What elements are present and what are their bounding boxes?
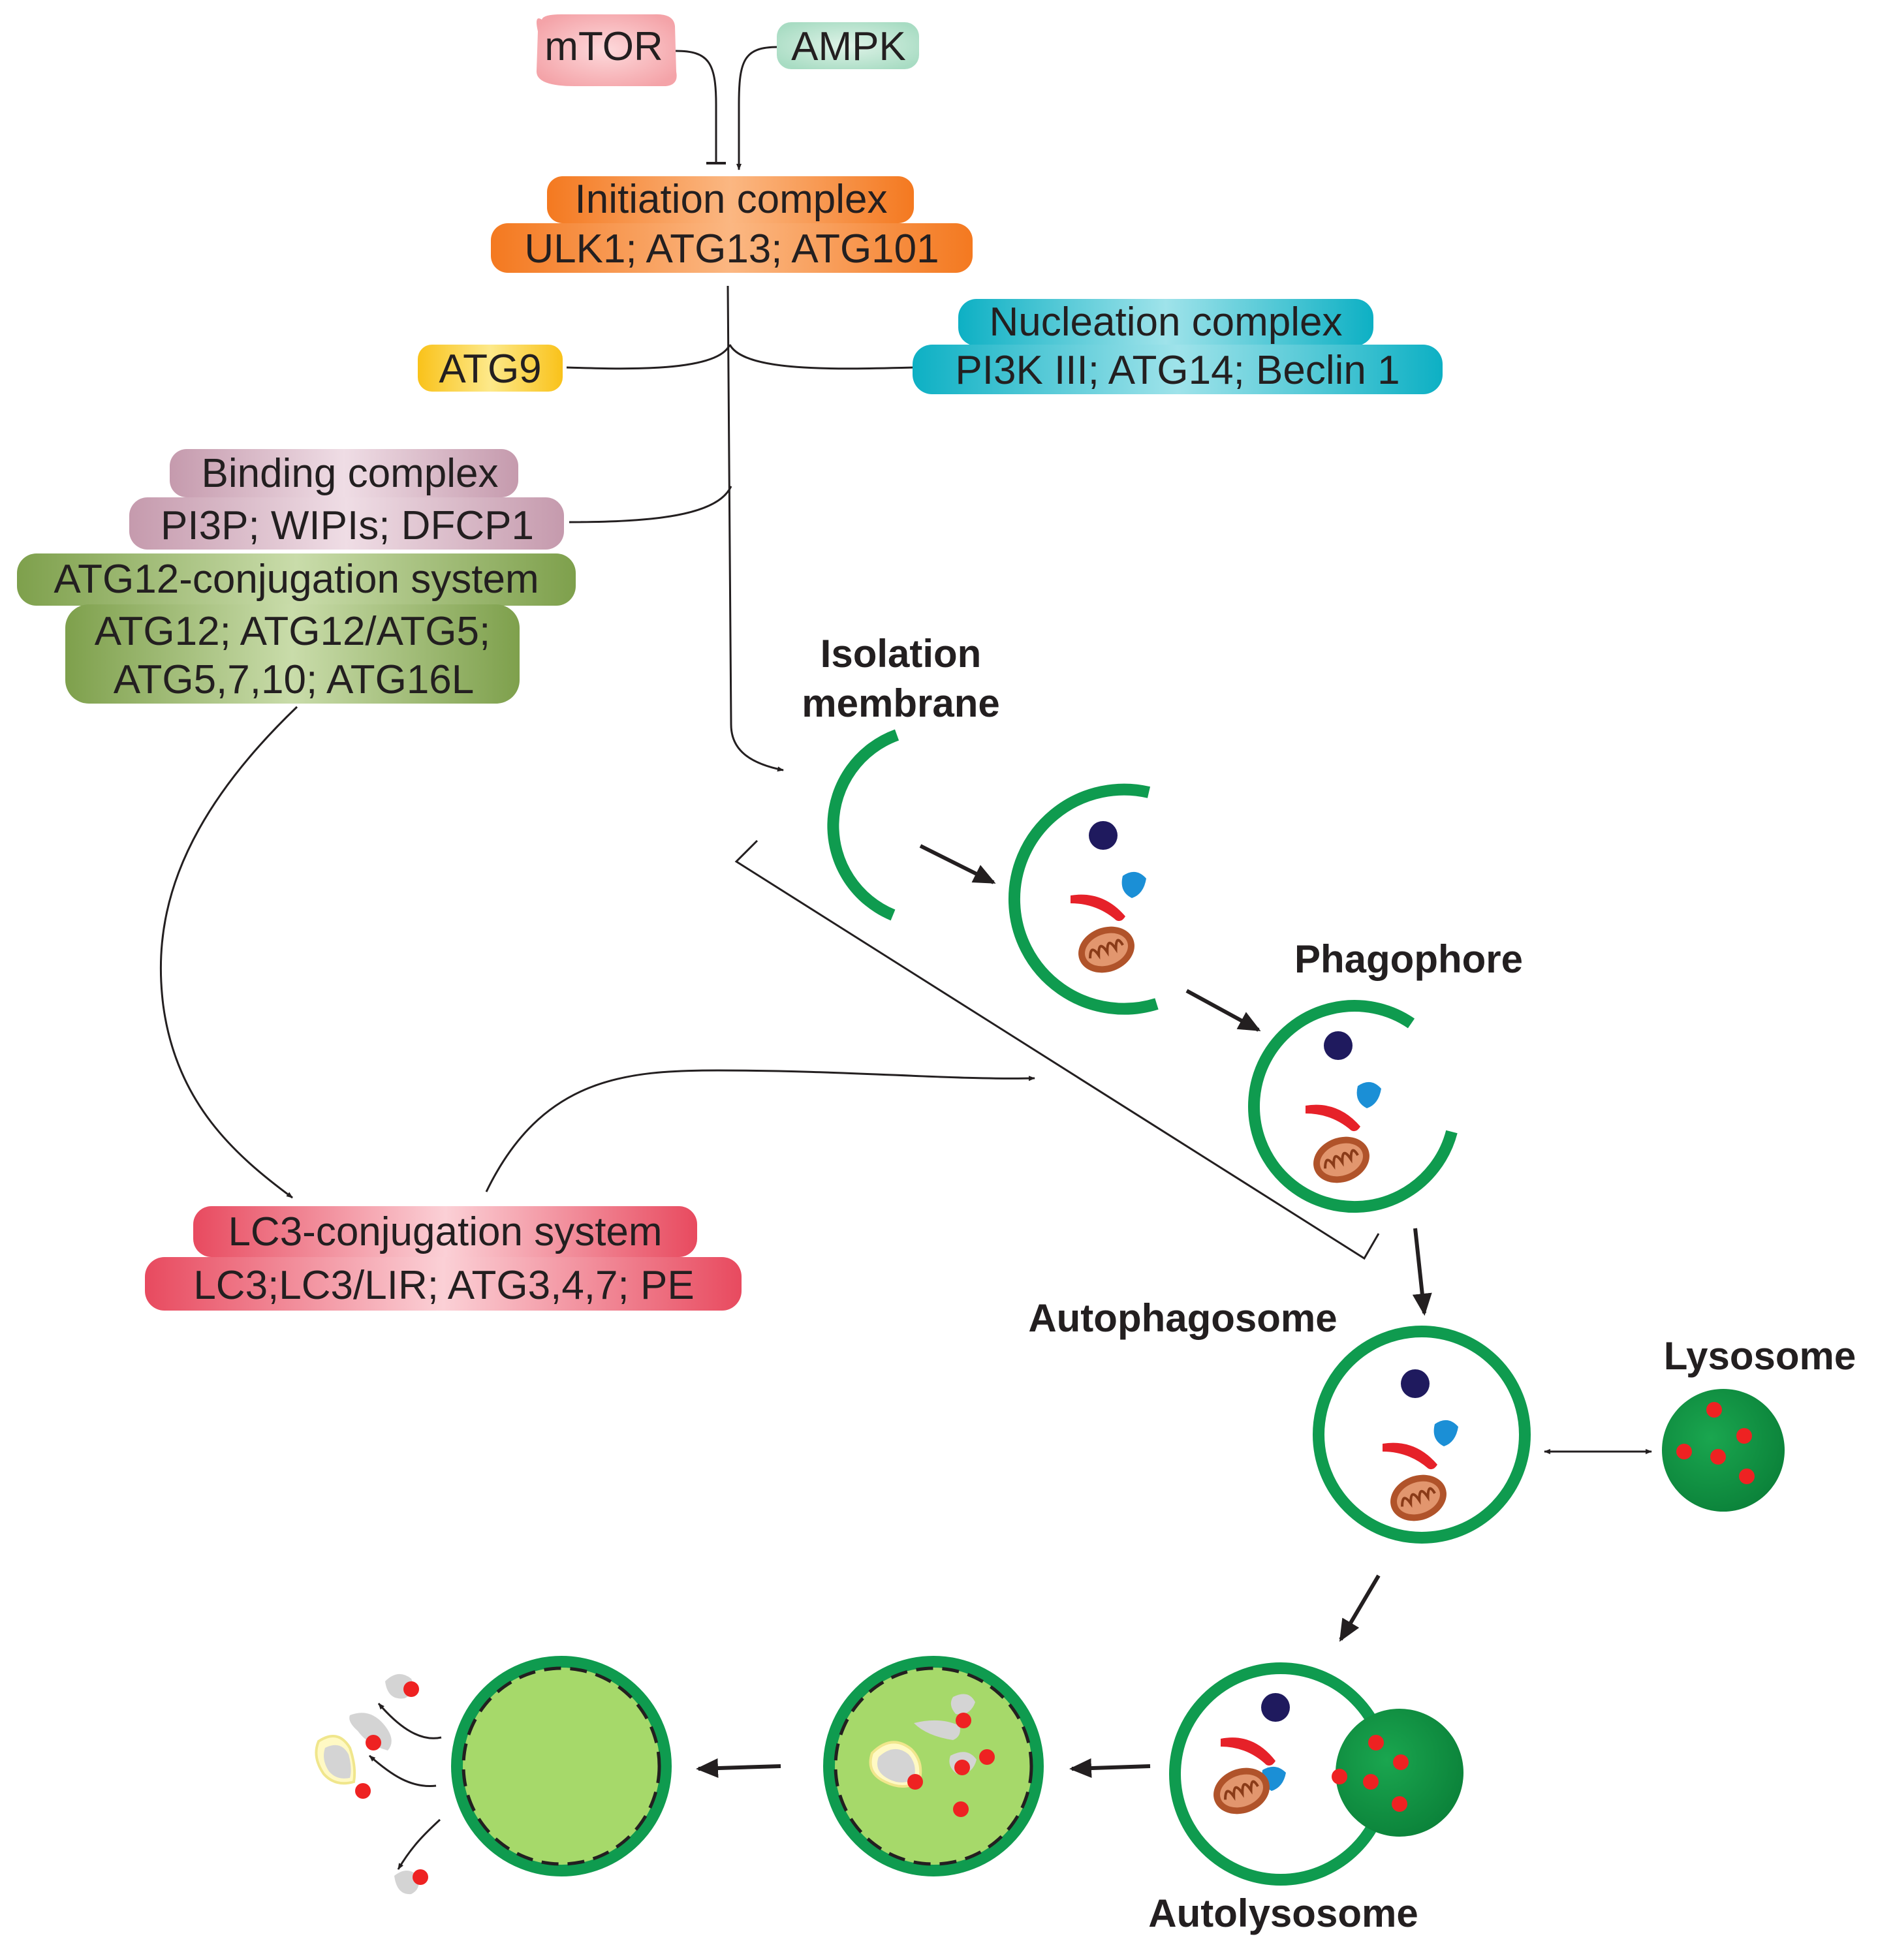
main-trunk-arrow — [727, 285, 784, 772]
initiation-title: Initiation complex — [574, 177, 887, 222]
ampk-activation-arrow — [736, 46, 779, 170]
lysosome — [1662, 1389, 1785, 1512]
lc3-conjugation-node: LC3-conjugation system LC3;LC3/LIR; ATG3… — [145, 1206, 742, 1311]
released-products — [315, 1673, 442, 1895]
nucleation-complex-node: Nucleation complex PI3K III; ATG14; Becl… — [913, 299, 1443, 394]
atg12-title: ATG12-conjugation system — [54, 557, 539, 602]
lc3-members: LC3;LC3/LIR; ATG3,4,7; PE — [193, 1263, 694, 1308]
atg9-node: ATG9 — [418, 345, 563, 392]
autophagosome — [1313, 1326, 1531, 1544]
binding-title: Binding complex — [202, 451, 499, 496]
isolation-membrane — [827, 729, 900, 921]
binding-members: PI3P; WIPIs; DFCP1 — [161, 503, 534, 548]
atg12-to-lc3-arrow — [159, 706, 298, 1199]
degrading-autolysosome — [823, 1656, 1044, 1876]
signaling-connectors — [159, 46, 1380, 1260]
membrane-expansion-bracket — [734, 839, 1380, 1260]
initiation-members: ULK1; ATG13; ATG101 — [524, 226, 939, 272]
mtor-label: mTOR — [544, 24, 663, 69]
atg9-label: ATG9 — [439, 347, 541, 392]
flow-arrow-3 — [1412, 1228, 1432, 1316]
mtor-inhibition-line — [675, 50, 717, 163]
autolysosome-label: Autolysosome — [1148, 1891, 1418, 1935]
nucleation-connector — [728, 344, 915, 370]
flow-arrow-2 — [1185, 989, 1261, 1032]
mtor-node: mTOR — [536, 14, 677, 86]
flow-arrow-4 — [1339, 1574, 1381, 1642]
nucleation-title: Nucleation complex — [989, 300, 1342, 345]
binding-connector — [569, 486, 732, 523]
binding-complex-node: Binding complex PI3P; WIPIs; DFCP1 — [129, 449, 564, 550]
atg12-conjugation-node: ATG12-conjugation system ATG12; ATG12/AT… — [17, 553, 576, 704]
phagophore — [1248, 1000, 1458, 1213]
empty-autolysosome — [451, 1656, 672, 1876]
lc3-to-phagophore-arrow — [485, 1069, 1035, 1192]
flow-arrow-5 — [1069, 1758, 1151, 1778]
isolation-membrane-label-line1: Isolation — [821, 632, 982, 676]
initiation-complex-node: Initiation complex ULK1; ATG13; ATG101 — [491, 176, 973, 273]
atg12-members-line1: ATG12; ATG12/ATG5; — [95, 609, 490, 654]
flow-arrow-1 — [919, 844, 996, 884]
ampk-node: AMPK — [777, 22, 919, 69]
lc3-title: LC3-conjugation system — [228, 1209, 662, 1254]
flow-arrow-6 — [696, 1758, 781, 1779]
atg9-connector — [566, 344, 731, 370]
lysosome-label: Lysosome — [1664, 1334, 1856, 1378]
nucleation-members: PI3K III; ATG14; Beclin 1 — [955, 348, 1400, 393]
expanding-membrane — [1008, 783, 1159, 1015]
phagophore-label: Phagophore — [1294, 937, 1523, 981]
atg12-members-line2: ATG5,7,10; ATG16L — [114, 657, 475, 702]
ampk-label: AMPK — [791, 24, 906, 69]
isolation-membrane-label-line2: membrane — [802, 681, 999, 725]
autolysosome — [1169, 1662, 1463, 1886]
autophagosome-label: Autophagosome — [1028, 1296, 1337, 1340]
